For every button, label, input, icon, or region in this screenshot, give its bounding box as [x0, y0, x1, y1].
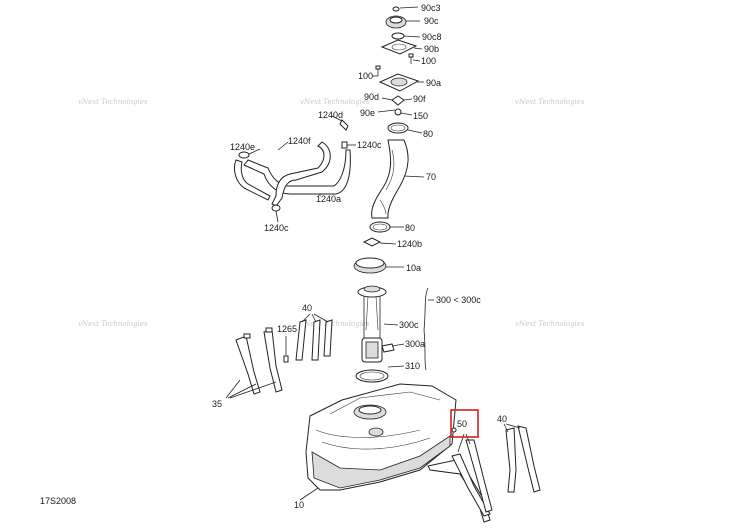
callout-highlight-box — [450, 409, 479, 438]
cap-assembly — [372, 6, 424, 116]
vent-hoses — [233, 115, 356, 223]
label-40-right: 40 — [497, 414, 507, 424]
label-300c: 300c — [399, 320, 419, 330]
label-1265: 1265 — [277, 324, 297, 334]
label-90c3: 90c3 — [421, 3, 441, 13]
label-1240e: 1240e — [230, 142, 255, 152]
label-1240c-top: 1240c — [357, 140, 382, 150]
filler-hose — [369, 122, 425, 233]
watermark-6: vNext Technologies — [515, 320, 585, 328]
label-1240c-bottom: 1240c — [264, 223, 289, 233]
label-1240b: 1240b — [397, 239, 422, 249]
label-40-left: 40 — [302, 303, 312, 313]
watermark-5: vNext Technologies — [300, 320, 370, 328]
label-90d: 90d — [364, 92, 379, 102]
drawing-code: 17S2008 — [40, 496, 76, 506]
label-80-top: 80 — [423, 129, 433, 139]
fuel-pump-module — [355, 285, 434, 383]
label-1240f: 1240f — [288, 136, 311, 146]
label-150: 150 — [413, 111, 428, 121]
label-50: 50 — [457, 419, 467, 429]
label-90e: 90e — [360, 108, 375, 118]
watermark-4: vNext Technologies — [78, 320, 148, 328]
label-1240a: 1240a — [316, 194, 341, 204]
label-70: 70 — [426, 172, 436, 182]
label-10: 10 — [294, 500, 304, 510]
label-310: 310 — [405, 361, 420, 371]
watermark-1: vNext Technologies — [78, 98, 148, 106]
label-90f: 90f — [413, 94, 426, 104]
label-90c: 90c — [424, 16, 439, 26]
label-100-left: 100 — [358, 71, 373, 81]
label-300a: 300a — [405, 339, 425, 349]
label-90c8: 90c8 — [422, 32, 442, 42]
callout-labels: 90c3 90c 90c8 90b 100 100 90a 90d 90f 90… — [40, 3, 507, 510]
watermarks: vNext Technologies vNext Technologies vN… — [78, 98, 585, 328]
label-90a: 90a — [426, 78, 441, 88]
watermark-3: vNext Technologies — [515, 98, 585, 106]
watermark-2: vNext Technologies — [300, 98, 370, 106]
label-300-range: 300 < 300c — [436, 295, 481, 305]
label-10a: 10a — [406, 263, 421, 273]
right-straps — [427, 423, 541, 523]
label-100-right: 100 — [421, 56, 436, 66]
label-90b: 90b — [424, 44, 439, 54]
label-1240d: 1240d — [318, 110, 343, 120]
fuel-tank — [299, 383, 457, 501]
label-35: 35 — [212, 399, 222, 409]
left-straps — [225, 313, 333, 399]
pump-lock-ring — [353, 237, 404, 274]
label-80-bottom: 80 — [405, 223, 415, 233]
